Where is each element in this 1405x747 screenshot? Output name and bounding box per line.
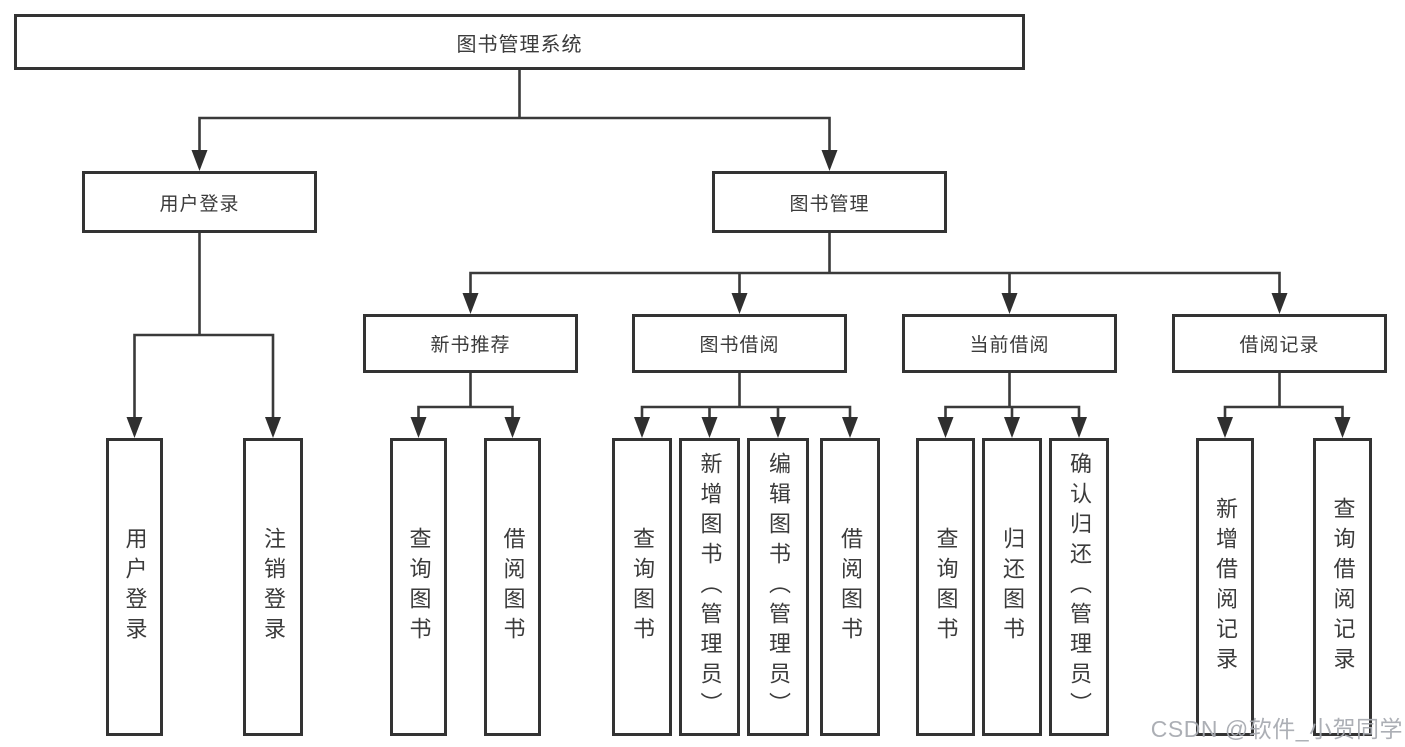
leaf-edit-books-admin: 编辑图书（管理员） [747, 438, 809, 736]
leaf-add-borrow-record: 新增借阅记录 [1196, 438, 1254, 736]
node-user-login: 用户登录 [82, 171, 317, 233]
node-label: 借阅图书 [838, 527, 863, 647]
connector-bookmgmt-to-level3 [469, 233, 1281, 296]
node-label: 新增借阅记录 [1213, 497, 1238, 677]
leaf-logout: 注销登录 [243, 438, 303, 736]
node-label: 图书管理系统 [456, 33, 583, 56]
node-label: 借阅记录 [1239, 335, 1320, 356]
node-label: 新增图书（管理员） [697, 452, 723, 722]
arrowhead [1334, 417, 1351, 438]
node-new-book-recommendation: 新书推荐 [363, 314, 578, 373]
arrowhead [1271, 293, 1288, 314]
leaf-query-borrow-record: 查询借阅记录 [1313, 438, 1372, 736]
arrowhead [462, 293, 479, 314]
node-book-borrowing: 图书借阅 [632, 314, 847, 373]
connector-borrowing-to-leaves [640, 373, 852, 419]
node-label: 图书管理 [789, 193, 870, 215]
arrowhead [937, 417, 954, 438]
node-current-borrowing: 当前借阅 [902, 314, 1117, 373]
arrowhead [265, 417, 281, 438]
connector-current-to-leaves [944, 373, 1081, 419]
arrowhead [842, 417, 858, 438]
node-label: 查询图书 [630, 527, 655, 647]
node-label: 当前借阅 [969, 335, 1050, 356]
node-label: 查询图书 [933, 527, 959, 647]
leaf-query-books-3: 查询图书 [916, 438, 975, 736]
node-root-library-system: 图书管理系统 [14, 14, 1025, 70]
node-label: 查询借阅记录 [1330, 497, 1356, 677]
arrowhead [634, 417, 650, 438]
node-label: 注销登录 [261, 527, 286, 647]
leaf-query-books-1: 查询图书 [390, 438, 447, 736]
arrowhead [731, 293, 748, 314]
connector-newbooks-to-leaves [417, 373, 514, 419]
node-label: 编辑图书（管理员） [766, 452, 791, 722]
node-label: 用户登录 [159, 193, 240, 215]
arrowhead [701, 417, 718, 438]
node-label: 查询图书 [406, 527, 432, 647]
arrowhead [191, 150, 208, 171]
connector-records-to-leaves [1223, 373, 1344, 419]
arrowhead [126, 417, 143, 438]
arrowhead [1071, 417, 1087, 438]
node-label: 确认归还（管理员） [1067, 452, 1092, 722]
leaf-borrow-books-2: 借阅图书 [820, 438, 880, 736]
arrowhead [770, 417, 786, 438]
leaf-borrow-books-1: 借阅图书 [484, 438, 541, 736]
node-label: 借阅图书 [500, 527, 526, 647]
leaf-add-books-admin: 新增图书（管理员） [679, 438, 740, 736]
leaf-return-books: 归还图书 [982, 438, 1042, 736]
node-book-management: 图书管理 [712, 171, 947, 233]
node-label: 用户登录 [122, 527, 148, 647]
arrowhead [1217, 417, 1233, 438]
arrowhead [410, 417, 427, 438]
arrowhead [1001, 293, 1018, 314]
csdn-watermark: CSDN @软件_小贺同学 [1150, 716, 1403, 742]
arrowhead [1004, 417, 1020, 438]
leaf-user-login: 用户登录 [106, 438, 163, 736]
leaf-query-books-2: 查询图书 [612, 438, 672, 736]
arrowhead [821, 150, 838, 171]
leaf-confirm-return-admin: 确认归还（管理员） [1049, 438, 1109, 736]
arrowheads [126, 150, 1351, 438]
arrowhead [504, 417, 521, 438]
node-label: 新书推荐 [430, 335, 511, 356]
connector-root-to-level2 [198, 70, 831, 152]
node-borrowing-records: 借阅记录 [1172, 314, 1387, 373]
connector-userlogin-to-leaves [133, 233, 275, 419]
node-label: 图书借阅 [699, 335, 780, 356]
node-label: 归还图书 [1000, 527, 1025, 647]
